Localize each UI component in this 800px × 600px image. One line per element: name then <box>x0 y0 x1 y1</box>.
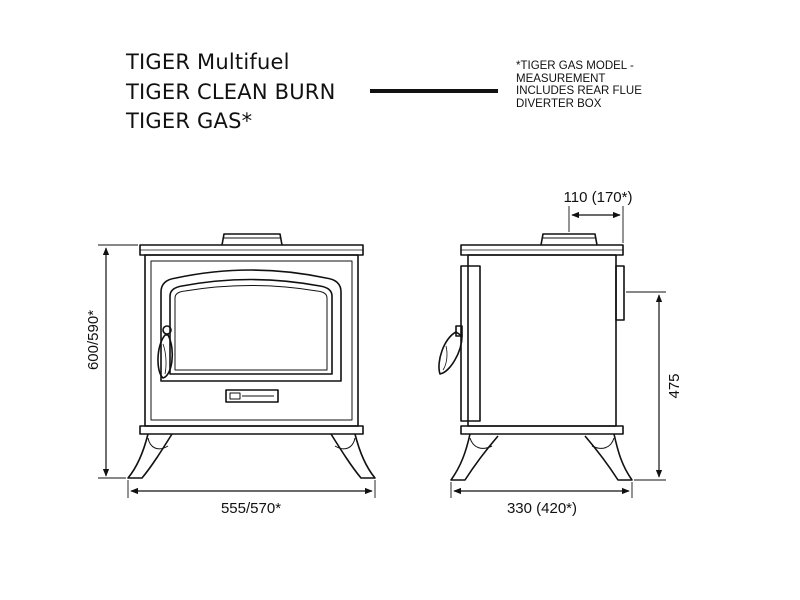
side-door-edge <box>460 265 481 422</box>
front-height-label: 600/590* <box>85 310 102 370</box>
side-height-label: 475 <box>666 373 683 398</box>
title-multifuel: TIGER Multifuel <box>126 50 290 74</box>
side-rear-box <box>615 265 625 321</box>
side-flue-label: 110 (170*) <box>564 189 633 206</box>
front-width-dimension <box>127 480 376 498</box>
front-door <box>160 269 342 382</box>
front-width-label: 555/570* <box>221 500 281 517</box>
side-stove-body <box>467 254 617 427</box>
side-front-leg <box>450 433 499 481</box>
front-air-control-slot <box>225 389 279 403</box>
front-stove-body <box>144 254 359 427</box>
front-right-leg <box>330 433 376 479</box>
stove-front-view <box>127 233 376 479</box>
side-depth-label: 330 (420*) <box>507 500 577 517</box>
side-flue-dimension <box>568 206 624 243</box>
title-clean-burn: TIGER CLEAN BURN <box>126 80 336 104</box>
stove-side-view <box>438 233 633 481</box>
front-base <box>139 425 364 435</box>
gas-model-note: *TIGER GAS MODEL - MEASUREMENT INCLUDES … <box>516 60 642 110</box>
side-depth-dimension <box>450 482 633 498</box>
side-rear-leg <box>584 433 633 481</box>
side-height-dimension <box>626 291 666 481</box>
front-flue-collar <box>221 233 283 246</box>
side-door-handle <box>438 325 463 375</box>
front-left-leg <box>127 433 173 479</box>
side-flue-collar <box>540 233 598 246</box>
side-base <box>460 425 624 435</box>
front-door-glass <box>169 278 333 375</box>
title-gas: TIGER GAS* <box>126 109 253 133</box>
front-door-handle <box>157 325 174 379</box>
front-height-dimension <box>98 244 138 479</box>
